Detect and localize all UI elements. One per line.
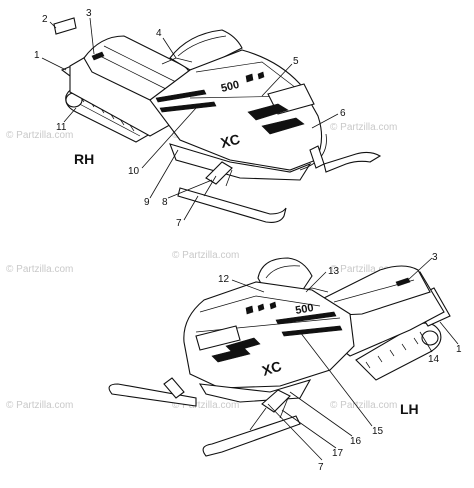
callout-6: 6 xyxy=(340,108,346,119)
callout-13: 13 xyxy=(328,266,340,277)
side-label-rh: RH xyxy=(74,151,94,167)
sub-decal-top: XC xyxy=(219,131,242,151)
callout-12: 12 xyxy=(218,274,230,285)
callout-5: 5 xyxy=(293,56,299,67)
sub-decal-bottom: XC xyxy=(260,358,283,379)
snowmobile-right-side: 500 XC xyxy=(53,17,382,223)
callout-15: 15 xyxy=(372,426,384,437)
callout-1b: 1 xyxy=(456,344,462,355)
callout-3b: 3 xyxy=(432,252,438,263)
watermark-9: © Partzilla.com xyxy=(330,400,397,411)
callout-9: 9 xyxy=(144,197,150,208)
watermark-8: © Partzilla.com xyxy=(172,400,239,411)
callout-8: 8 xyxy=(162,197,168,208)
callout-17: 17 xyxy=(332,448,344,459)
model-decal-bottom: 500 xyxy=(294,302,314,317)
watermark-4: © Partzilla.com xyxy=(6,264,73,275)
side-label-lh: LH xyxy=(400,401,419,417)
leader-lines xyxy=(41,17,459,461)
callout-4: 4 xyxy=(156,28,162,39)
callout-7b: 7 xyxy=(318,462,324,473)
callout-1: 1 xyxy=(34,50,40,61)
callouts-top: 2 3 1 4 5 6 11 10 9 8 7 xyxy=(34,8,346,229)
callout-16: 16 xyxy=(350,436,362,447)
watermark-3: © Partzilla.com xyxy=(330,122,397,133)
callout-2: 2 xyxy=(42,14,48,25)
callout-7: 7 xyxy=(176,218,182,229)
callout-11: 11 xyxy=(56,122,67,133)
callout-3: 3 xyxy=(86,8,92,19)
watermark-7: © Partzilla.com xyxy=(6,400,73,411)
watermark-1: © Partzilla.com xyxy=(6,130,73,141)
watermark-6: © Partzilla.com xyxy=(330,264,397,275)
snowmobile-left-side: 500 XC xyxy=(108,257,451,457)
callout-14: 14 xyxy=(428,354,440,365)
model-decal-top: 500 xyxy=(220,79,241,95)
watermark-5: © Partzilla.com xyxy=(172,250,239,261)
callouts-bottom: 12 13 3 1 14 15 16 17 7 xyxy=(218,252,462,473)
callout-10: 10 xyxy=(128,166,140,177)
